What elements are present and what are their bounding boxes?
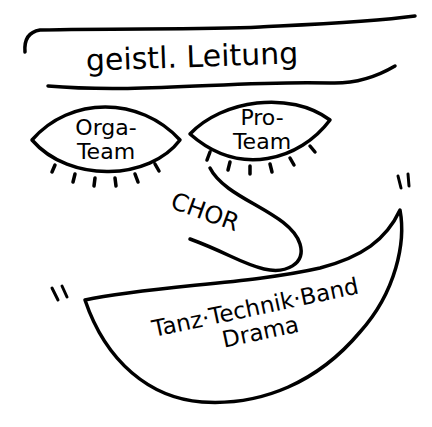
leadership-band-line: [25, 16, 415, 89]
mouth-corner-tick: [52, 286, 67, 300]
node-label: geistl. Leitung: [42, 34, 343, 77]
eye-shape: Orga- Team: [28, 92, 184, 192]
mouth-corner-tick: [398, 174, 409, 188]
eye-shape: Pro- Team: [186, 88, 336, 186]
node-label: CHOR: [154, 182, 257, 241]
nose-shape: CHOR: [160, 165, 310, 275]
leadership-band: geistl. Leitung: [15, 8, 425, 103]
eye-shape-line: [190, 102, 330, 174]
mouth-shape: Tanz·Technik·Band Drama: [82, 205, 407, 410]
node-label: Orga- Team: [61, 116, 151, 164]
node-label: Tanz·Technik·Band Drama: [130, 269, 385, 370]
eye-shape-line: [32, 107, 180, 186]
mouth-shape-line: [85, 210, 402, 402]
node-label: Pro- Team: [221, 106, 303, 154]
